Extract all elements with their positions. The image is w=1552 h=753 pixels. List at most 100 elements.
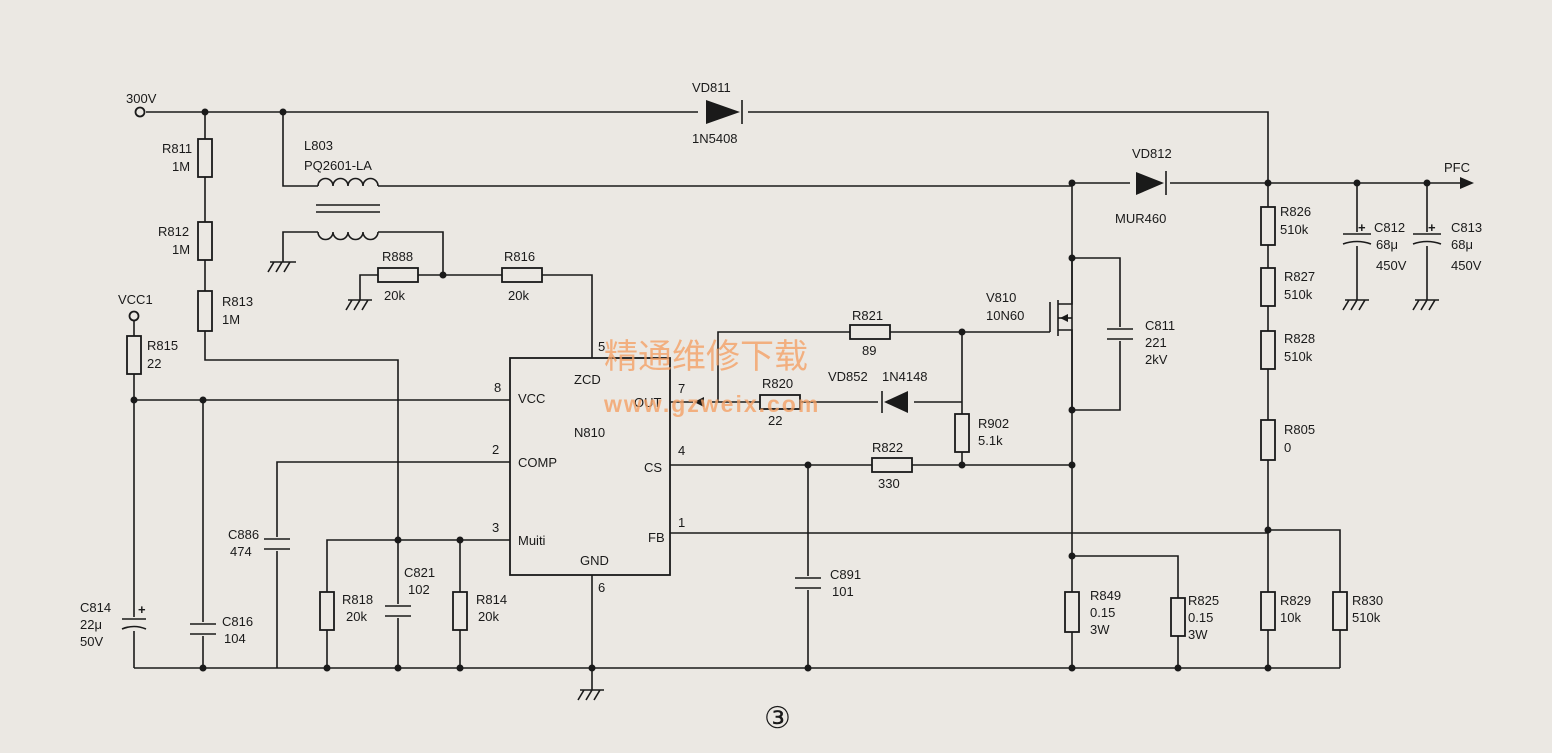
mosfet-v810: V810 10N60 [986,258,1073,410]
coil-icon [317,177,379,187]
capacitor-c811: C811 221 2kV [1107,318,1175,367]
pin-cs-number: 4 [678,443,685,458]
ground-icon [1412,299,1439,311]
capacitor-c813: + C813 68μ 450V [1412,220,1482,273]
junction [323,664,331,672]
capacitor-c821: C821 102 [385,565,435,618]
resistor-r815: R815 22 [126,335,178,375]
c811-voltage: 2kV [1145,352,1168,367]
diode-icon [1136,172,1164,195]
terminal-vcc1 [128,310,140,322]
vd852-value: 1N4148 [882,369,928,384]
junction [1353,179,1361,187]
capacitor-c814: + C814 22μ 50V [80,600,150,649]
junction [456,664,464,672]
vd811-value: 1N5408 [692,131,738,146]
r805-ref: R805 [1284,422,1315,437]
c814-value: 22μ [80,617,102,632]
plus-sign-icon: + [138,602,146,617]
v810-value: 10N60 [986,308,1024,323]
r827-value: 510k [1284,287,1313,302]
c812-value: 68μ [1376,237,1398,252]
terminal-300v [134,106,146,118]
ic-n810: N810 ZCD 5 VCC 8 COMP 2 Muiti 3 GND 6 OU… [492,339,685,595]
r822-value: 330 [878,476,900,491]
diode-icon [884,391,908,413]
r827-ref: R827 [1284,269,1315,284]
junction [394,536,402,544]
pin-vcc-label: VCC [518,391,545,406]
ground-icon [1342,299,1369,311]
r816-ref: R816 [504,249,535,264]
resistor-r825: R825 0.15 3W [1170,593,1219,642]
l803-value: PQ2601-LA [304,158,372,173]
ground-icon [345,299,372,311]
junction [1264,179,1272,187]
diode-vd852: VD852 1N4148 [828,369,928,413]
resistor-r849: R849 0.15 3W [1064,588,1121,637]
pin-fb-number: 1 [678,515,685,530]
vd811-ref: VD811 [692,80,731,95]
c811-ref: C811 [1145,318,1175,333]
capacitors: + C814 22μ 50V C816 104 C886 474 C821 10… [80,220,1482,649]
junction [1423,179,1431,187]
junction [130,396,138,404]
output-arrow-icon [694,397,704,407]
capacitor-c886: C886 474 [228,527,290,559]
diode-vd812: VD812 MUR460 [1115,146,1172,226]
r849-power: 3W [1090,622,1110,637]
junction [1264,526,1272,534]
mosfet-arrow-icon [1060,314,1068,322]
junction [1068,664,1076,672]
r814-value: 20k [478,609,499,624]
junction [201,108,209,116]
resistor-r888: R888 20k [377,249,419,303]
c821-ref: C821 [404,565,435,580]
figure-number: ③ [764,701,791,736]
junction [804,664,812,672]
c811-value: 221 [1145,335,1167,350]
c821-value: 102 [408,582,430,597]
r888-value: 20k [384,288,405,303]
r821-value: 89 [862,343,876,358]
c886-ref: C886 [228,527,259,542]
c891-ref: C891 [830,567,861,582]
r815-ref: R815 [147,338,178,353]
l803-ref: L803 [304,138,333,153]
plus-sign-icon: + [1358,220,1366,235]
c891-value: 101 [832,584,854,599]
resistor-r811: R811 1M [162,138,213,178]
resistor-r820: R820 22 [759,376,801,428]
ic-name: N810 [574,425,605,440]
r813-ref: R813 [222,294,253,309]
pin-gnd-label: GND [580,553,609,568]
c812-ref: C812 [1374,220,1405,235]
junction [279,108,287,116]
r815-value: 22 [147,356,161,371]
junction [1068,461,1076,469]
r830-ref: R830 [1352,593,1383,608]
resistor-r813: R813 1M [197,290,253,332]
r820-ref: R820 [762,376,793,391]
r816-value: 20k [508,288,529,303]
junction [439,271,447,279]
pin-fb-label: FB [648,530,665,545]
junction [1174,664,1182,672]
resistor-r812: R812 1M [158,221,213,261]
watermark-url: www.gzweix.com [603,391,820,417]
c814-ref: C814 [80,600,111,615]
r811-value: 1M [172,159,190,174]
c816-ref: C816 [222,614,253,629]
junction [456,536,464,544]
r849-ref: R849 [1090,588,1121,603]
vd812-value: MUR460 [1115,211,1166,226]
resistor-r814: R814 20k [452,591,507,631]
r812-ref: R812 [158,224,189,239]
vd852-ref: VD852 [828,369,868,384]
net-pfc-label: PFC [1444,160,1470,175]
r828-value: 510k [1284,349,1313,364]
coil-icon [317,231,379,241]
pin-zcd-number: 5 [598,339,605,354]
r849-value: 0.15 [1090,605,1115,620]
pin-zcd-label: ZCD [574,372,601,387]
